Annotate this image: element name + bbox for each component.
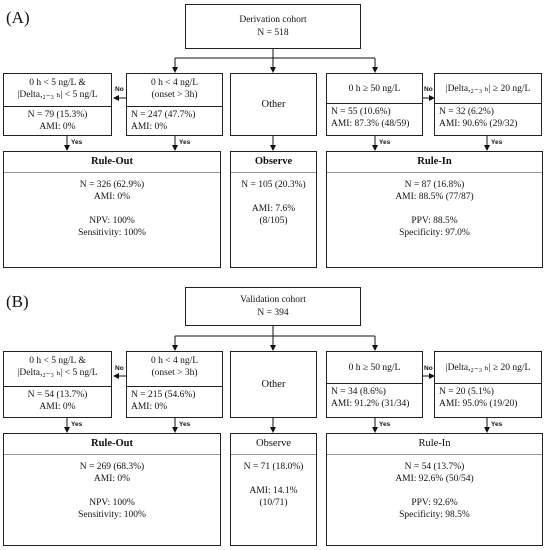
criteria-box-onset: 0 h < 4 ng/L (onset > 3h) N = 247 (47.7%… (126, 73, 223, 136)
cohort-n: N = 394 (257, 308, 289, 318)
rule-in-ppv: PPV: 92.6% (411, 498, 458, 508)
rule-out-sensitivity: Sensitivity: 100% (78, 510, 146, 520)
criteria-n: N = 34 (8.6%) (331, 387, 386, 397)
criteria-ami: AMI: 87.3% (48/59) (331, 119, 410, 129)
yes-label: Yes (491, 421, 503, 428)
yes-label: Yes (71, 421, 83, 428)
criteria-n: N = 54 (13.7%) (27, 390, 88, 400)
rule-in-box: Rule-In N = 87 (16.8%) AMI: 88.5% (77/87… (326, 151, 543, 268)
criteria-line1: 0 h < 4 ng/L (150, 356, 199, 366)
rule-out-n: N = 269 (68.3%) (79, 462, 145, 472)
criteria-box-delta-high: |Delta,₂₋₃ ₕ| ≥ 20 ng/L N = 20 (5.1%) AM… (434, 351, 542, 418)
criteria-line1: 0 h ≥ 50 ng/L (348, 84, 401, 94)
criteria-line2: (onset > 3h) (151, 90, 198, 100)
criteria-box-high-0h: 0 h ≥ 50 ng/L N = 55 (10.6%) AMI: 87.3% … (326, 73, 423, 136)
observe-fraction: (8/105) (259, 216, 288, 226)
criteria-box-delta-low: 0 h < 5 ng/L & |Delta,₂₋₃ ₕ| < 5 ng/L N … (3, 351, 112, 418)
validation-cohort-box: Validation cohort N = 394 (185, 287, 361, 326)
rule-out-title: Rule-Out (91, 156, 133, 167)
rule-in-ami: AMI: 88.5% (77/87) (395, 192, 474, 202)
observe-ami: AMI: 7.6% (251, 204, 296, 214)
criteria-n: N = 215 (54.6%) (131, 390, 196, 400)
rule-out-npv: NPV: 100% (89, 498, 135, 508)
rule-in-specificity: Specificity: 97.0% (399, 228, 470, 238)
rule-in-specificity: Specificity: 98.5% (399, 510, 470, 520)
criteria-box-delta-low: 0 h < 5 ng/L & |Delta,₂₋₃ ₕ| < 5 ng/L N … (3, 73, 112, 136)
yes-label: Yes (179, 421, 191, 428)
observe-box: Observe N = 105 (20.3%) AMI: 7.6% (8/105… (230, 151, 317, 268)
cohort-title: Derivation cohort (239, 15, 307, 25)
rule-out-box: Rule-Out N = 269 (68.3%) AMI: 0% NPV: 10… (3, 433, 221, 546)
criteria-line1: |Delta,₂₋₃ ₕ| ≥ 20 ng/L (445, 363, 531, 373)
yes-label: Yes (491, 139, 503, 146)
no-label: No (115, 365, 124, 372)
panel-a-connectors (64, 49, 490, 151)
criteria-ami: AMI: 0% (39, 122, 76, 132)
criteria-ami: AMI: 91.2% (31/34) (331, 399, 410, 409)
criteria-n: N = 55 (10.6%) (331, 107, 391, 117)
cohort-title: Validation cohort (240, 295, 306, 305)
rule-in-n: N = 87 (16.8%) (404, 180, 465, 190)
rule-in-title: Rule-In (418, 438, 451, 449)
rule-out-title: Rule-Out (91, 438, 133, 449)
criteria-ami: AMI: 95.0% (19/20) (439, 399, 518, 409)
rule-out-box: Rule-Out N = 326 (62.9%) AMI: 0% NPV: 10… (3, 151, 221, 268)
no-label: No (424, 365, 433, 372)
panel-b-label: (B) (6, 292, 29, 311)
criteria-box-high-0h: 0 h ≥ 50 ng/L N = 34 (8.6%) AMI: 91.2% (… (326, 351, 423, 418)
rule-out-ami: AMI: 0% (93, 192, 131, 202)
cohort-n: N = 518 (257, 28, 289, 38)
rule-in-n: N = 54 (13.7%) (404, 462, 465, 472)
rule-out-npv: NPV: 100% (89, 216, 135, 226)
observe-title: Observe (254, 156, 293, 167)
other-label: Other (261, 379, 286, 390)
criteria-n: N = 32 (6.2%) (439, 107, 494, 117)
criteria-line1: 0 h < 4 ng/L (150, 78, 199, 88)
criteria-line2: |Delta,₂₋₃ ₕ| < 5 ng/L (17, 368, 98, 378)
rule-in-box: Rule-In N = 54 (13.7%) AMI: 92.6% (50/54… (326, 433, 543, 546)
criteria-box-delta-high: |Delta,₂₋₃ ₕ| ≥ 20 ng/L N = 32 (6.2%) AM… (434, 73, 542, 136)
observe-ami: AMI: 14.1% (249, 486, 298, 496)
criteria-line2: (onset > 3h) (151, 368, 198, 378)
criteria-ami: AMI: 0% (131, 122, 168, 132)
observe-n: N = 71 (18.0%) (243, 462, 304, 472)
criteria-line1: |Delta,₂₋₃ ₕ| ≥ 20 ng/L (445, 84, 531, 94)
observe-title: Observe (256, 438, 291, 449)
panel-a-label: (A) (6, 8, 30, 27)
criteria-box-onset: 0 h < 4 ng/L (onset > 3h) N = 215 (54.6%… (126, 351, 223, 418)
yes-label: Yes (379, 421, 391, 428)
criteria-n: N = 20 (5.1%) (439, 387, 494, 397)
yes-label: Yes (71, 139, 83, 146)
criteria-line1: 0 h < 5 ng/L & (29, 356, 86, 366)
other-box: Other (230, 351, 317, 418)
criteria-ami: AMI: 0% (39, 402, 76, 412)
rule-in-ppv: PPV: 88.5% (411, 216, 458, 226)
rule-in-ami: AMI: 92.6% (50/54) (395, 474, 474, 484)
rule-in-title: Rule-In (417, 156, 452, 167)
criteria-line2: |Delta,₂₋₃ ₕ| < 5 ng/L (17, 90, 98, 100)
no-label: No (424, 86, 433, 93)
rule-out-sensitivity: Sensitivity: 100% (78, 228, 146, 238)
observe-n: N = 105 (20.3%) (241, 180, 306, 190)
observe-fraction: (10/71) (259, 498, 288, 508)
yes-label: Yes (179, 139, 191, 146)
panel-b-connectors (64, 326, 490, 433)
no-label: No (115, 86, 124, 93)
other-label: Other (261, 99, 286, 110)
observe-box: Observe N = 71 (18.0%) AMI: 14.1% (10/71… (230, 433, 317, 546)
criteria-ami: AMI: 90.6% (29/32) (439, 119, 518, 129)
criteria-n: N = 79 (15.3%) (27, 110, 88, 120)
criteria-n: N = 247 (47.7%) (131, 110, 196, 120)
derivation-cohort-box: Derivation cohort N = 518 (185, 4, 361, 49)
rule-out-ami: AMI: 0% (93, 474, 131, 484)
rule-out-n: N = 326 (62.9%) (79, 180, 145, 190)
criteria-ami: AMI: 0% (131, 402, 168, 412)
other-box: Other (230, 73, 317, 136)
criteria-line1: 0 h ≥ 50 ng/L (348, 363, 401, 373)
yes-label: Yes (379, 139, 391, 146)
criteria-line1: 0 h < 5 ng/L & (29, 78, 86, 88)
